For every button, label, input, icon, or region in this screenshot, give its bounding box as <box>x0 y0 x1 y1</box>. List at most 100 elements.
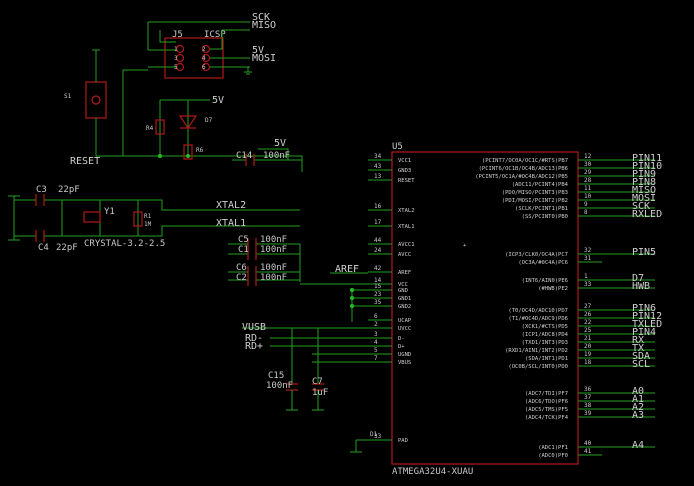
c14-ref: C14 <box>236 151 252 161</box>
net-5v-2: 5V <box>212 95 224 106</box>
net-label-a0: A0 <box>632 386 644 397</box>
ic-left-pin-name: AVCC1 <box>398 242 415 248</box>
ic-right-pin-name: (PDI/MOSI/PCINT2)PB2 <box>502 198 568 204</box>
net-label-a1: A1 <box>632 394 644 405</box>
ic-right-pin-num: 40 <box>584 440 592 447</box>
ic-left-pin-num: 14 <box>374 277 382 284</box>
ic-left-pin-name: GND1 <box>398 296 411 302</box>
ic-right-pin-name: (XCK1/#CTS)PD5 <box>522 324 568 330</box>
y1-crystal[interactable] <box>83 211 101 223</box>
ic-left-pin-name: D+ <box>398 344 405 350</box>
ic-right-pin-name: (ADC6/TDO)PF6 <box>525 399 568 405</box>
net-xtal1: XTAL1 <box>216 218 246 229</box>
ic-right-pin-num: 1 <box>584 273 588 280</box>
net-5v-3: 5V <box>274 138 286 149</box>
ic-right-pin-name: (ADC7/TDI)PF7 <box>525 391 568 397</box>
icsp-pin: 6 <box>202 64 206 71</box>
c4-val: 22pF <box>56 243 78 253</box>
r1-resistor[interactable] <box>133 211 143 227</box>
r4-resistor[interactable] <box>155 119 165 135</box>
ic-right-pin-name: (OC0B/SCL/INT0)PD0 <box>508 364 568 370</box>
ic-left-pin-num: 23 <box>374 291 382 298</box>
ic-right-pin-num: 29 <box>584 169 592 176</box>
c3-ref: C3 <box>36 185 47 195</box>
ic-right-pin-num: 26 <box>584 311 592 318</box>
ic-right-pin-num: 38 <box>584 402 592 409</box>
net-label-sda: SDA <box>632 351 650 362</box>
ic-left-pin-name: UCAP <box>398 318 412 324</box>
ic-right-pin-name: (RXD1/AIN1/INT2)PD2 <box>505 348 568 354</box>
ic-left-pin-num: 44 <box>374 237 382 244</box>
net-label-sck: SCK <box>632 201 650 212</box>
ic-right-pin-name: (PCINT5/OC1A/#OC4B/ADC12)PB5 <box>475 174 568 180</box>
icsp-connector[interactable]: J5 ICSP 1 2 3 4 5 6 <box>164 30 226 79</box>
ic-right-pin-num: 33 <box>584 281 592 288</box>
ic-right-pin-name: (#HWB)PE2 <box>538 286 568 292</box>
net-label-pin11: PIN11 <box>632 153 662 164</box>
c1-ref: C1 <box>238 245 249 255</box>
ic-left-pin-num: 3 <box>374 331 378 338</box>
r4-ref: R4 <box>146 125 154 132</box>
ic-left-pin-name: GND2 <box>398 304 411 310</box>
ic-left-pin-name: VCC1 <box>398 158 411 164</box>
c7-val: 1uF <box>312 388 328 398</box>
c3-val: 22pF <box>58 185 80 195</box>
c15-val: 100nF <box>266 381 293 391</box>
ic-left-pin-num: 7 <box>374 355 378 362</box>
ic-right-pin-num: 32 <box>584 247 592 254</box>
c15-ref: C15 <box>268 371 284 381</box>
r6-resistor[interactable] <box>183 144 193 160</box>
ic-left-pin-name: PAD <box>398 438 408 444</box>
ic-right-pin-name: (ICP3/CLK0/OC4A)PC7 <box>505 252 568 258</box>
d1-ref: D1 <box>370 431 378 438</box>
net-label-pin5: PIN5 <box>632 247 656 258</box>
ic-left-pin-num: 17 <box>374 219 382 226</box>
ic-right-pin-num: 30 <box>584 161 592 168</box>
ic-origin: + <box>463 243 467 249</box>
ic-right-pin-name: (TXD1/INT3)PD3 <box>522 340 568 346</box>
ic-right-pin-name: (PCINT7/OC0A/OC1C/#RTS)PB7 <box>482 158 568 164</box>
ic-left-pin-name: VBUS <box>398 360 411 366</box>
net-label-pin8: PIN8 <box>632 177 656 188</box>
c14-val: 100nF <box>263 151 290 161</box>
net-label-pin6: PIN6 <box>632 303 656 314</box>
ic-u5-body[interactable] <box>391 151 579 465</box>
ic-right-pin-name: (ADC0)PF0 <box>538 453 568 459</box>
net-label-pin9: PIN9 <box>632 169 656 180</box>
ic-right-pin-name: (ADC4/TCK)PF4 <box>525 415 569 421</box>
net-label-a4: A4 <box>632 440 644 451</box>
r1-ref: R1 <box>144 213 152 220</box>
ic-right-pin-name: (INT6/AIN0)PE6 <box>522 278 568 284</box>
ic-right-pin-name: (ADC5/TMS)PF5 <box>525 407 568 413</box>
c6-ref: C6 <box>236 263 247 273</box>
reset-switch[interactable]: S1 <box>64 81 107 119</box>
icsp-pin: 3 <box>174 55 178 62</box>
c2-val: 100nF <box>260 273 287 283</box>
ic-right-pin-num: 11 <box>584 185 592 192</box>
net-label-pin10: PIN10 <box>632 161 662 172</box>
ic-right-pin-name: (ADC11/PCINT4)PB4 <box>512 182 569 188</box>
c1-val: 100nF <box>260 245 287 255</box>
ic-right-pin-name: (SS/PCINT0)PB0 <box>522 214 568 220</box>
ic-right-pin-num: 27 <box>584 303 592 310</box>
ic-right-pin-name: (T1/#OC4D/ADC9)PD6 <box>508 316 568 322</box>
net-label-pin4: PIN4 <box>632 327 656 338</box>
ic-right-pin-name: (PDO/MISO/PCINT3)PB3 <box>502 190 568 196</box>
ic-right-pin-num: 36 <box>584 386 592 393</box>
r6-ref: R6 <box>196 147 204 154</box>
ic-right-pin-num: 12 <box>584 153 592 160</box>
net-label-pin12: PIN12 <box>632 311 662 322</box>
net-sck: SCK <box>252 12 270 23</box>
d7-diode[interactable] <box>178 115 198 130</box>
ic-left-pin-name: XTAL1 <box>398 224 415 230</box>
net-label-scl: SCL <box>632 359 650 370</box>
ic-left-pin-name: D- <box>398 336 405 342</box>
ic-left-pins: 34VCC143GND313RESET16XTAL217XTAL144AVCC1… <box>368 153 415 444</box>
ic-left-pin-name: GND3 <box>398 168 411 174</box>
ic-left-pin-name: UVCC <box>398 326 411 332</box>
net-rd-minus: RD- <box>245 333 263 344</box>
net-label-hwb: HWB <box>632 281 650 292</box>
